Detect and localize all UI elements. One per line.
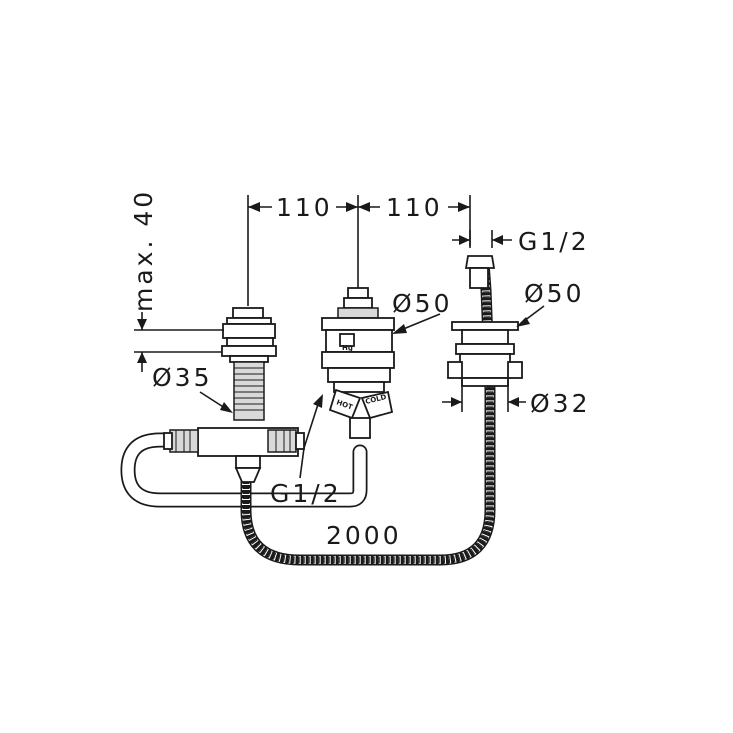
dim-label-diameter-base: Ø32 (530, 389, 591, 418)
spout-body-left (163, 307, 305, 483)
dim-label-diameter-center: Ø50 (392, 289, 453, 318)
dimension-max-height: max. 40 (129, 189, 224, 372)
dim-label-max-height: max. 40 (129, 189, 158, 312)
dimension-diameter-center: Ø50 (392, 289, 453, 334)
shower-hose-2000 (240, 256, 496, 566)
dimension-diameter-base: Ø32 (442, 380, 591, 418)
mixer-valve-center: Hg HOT COLD (321, 287, 395, 439)
dim-label-110-left: 110 (276, 193, 333, 222)
dimension-diameter-left: Ø35 (152, 363, 233, 413)
dimension-thread-bottom: G1/2 (270, 394, 342, 508)
valve-badge-label: Hg (342, 344, 353, 352)
dim-label-diameter-right: Ø50 (524, 279, 585, 308)
dimension-diameter-right: Ø50 (516, 279, 585, 327)
dimension-hose-length: 2000 (326, 521, 402, 550)
dimension-thread-top: G1/2 (452, 227, 590, 256)
dim-label-thread-bottom: G1/2 (270, 479, 342, 508)
bypass-hose-loop (120, 432, 368, 508)
dim-label-thread-top: G1/2 (518, 227, 590, 256)
dimension-spacing: 110 110 (247, 193, 471, 306)
dim-label-hose-length: 2000 (326, 521, 402, 550)
dim-label-diameter-left: Ø35 (152, 363, 213, 392)
dim-label-110-right: 110 (386, 193, 443, 222)
